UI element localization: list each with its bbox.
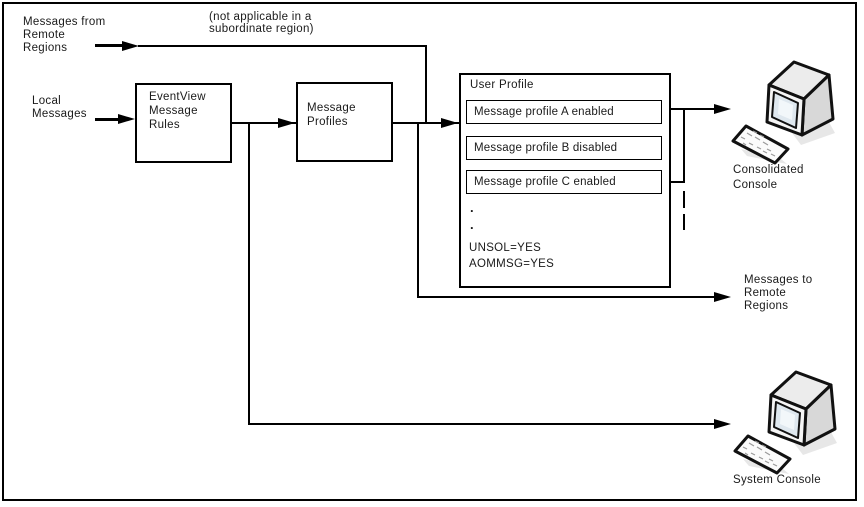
line-profile-c-connector: [659, 181, 685, 183]
crt-console-icon: [733, 370, 837, 475]
box-eventview-message-rules: EventView Message Rules: [135, 83, 232, 163]
label-line: subordinate region): [209, 23, 314, 35]
box-label: Message Profiles: [307, 101, 356, 129]
setting-unsol: UNSOL=YES: [469, 242, 542, 254]
label-line: Profiles: [307, 116, 348, 128]
ellipsis-dot: .: [470, 217, 474, 232]
keyboard: [733, 434, 792, 475]
label-line: Messages to: [744, 274, 813, 286]
box-label: EventView Message Rules: [149, 90, 206, 132]
label-line: Remote: [23, 29, 66, 41]
user-profile-title: User Profile: [470, 79, 534, 91]
arrowhead-remote-in: [122, 41, 139, 51]
label-line: Console: [733, 179, 778, 191]
crt-console-icon: [731, 60, 835, 165]
line-profile-a-to-console: [659, 108, 714, 110]
keyboard-texture: [742, 440, 778, 467]
label-line: Messages from: [23, 16, 106, 28]
label-line: Message: [307, 102, 356, 114]
label-local-messages: Local Messages: [32, 95, 87, 121]
line-profiles-to-userprofile: [392, 122, 459, 124]
label-not-applicable-note: (not applicable in a subordinate region): [209, 11, 314, 35]
label-messages-to-remote-regions: Messages to Remote Regions: [744, 274, 813, 313]
box-message-profile-c: Message profile C enabled: [466, 170, 662, 194]
line-remote-bypass-vertical: [425, 45, 427, 124]
setting-aommsg: AOMMSG=YES: [469, 258, 555, 270]
label-line: Regions: [744, 300, 789, 312]
arrowhead-into-message-profiles: [278, 118, 295, 128]
line-to-system-console: [248, 423, 714, 425]
line-dashed-segment-1: [683, 191, 685, 208]
label-consolidated-console: Consolidated Console: [733, 163, 804, 193]
arrowhead-to-system-console: [714, 419, 731, 429]
line-remote-in-stub: [95, 44, 123, 47]
line-to-remote-regions: [417, 296, 714, 298]
arrowhead-to-consolidated-console: [714, 104, 731, 114]
label-line: Remote: [744, 287, 787, 299]
line-branch-to-system-console-vertical: [248, 122, 250, 425]
ellipsis-dot: .: [470, 200, 474, 215]
line-dashed-segment-2: [683, 214, 685, 230]
screen-highlight: [778, 99, 793, 120]
line-profile-connector-vertical: [683, 108, 685, 183]
box-message-profile-a: Message profile A enabled: [466, 100, 662, 124]
arrowhead-to-remote-regions: [714, 292, 731, 302]
box-user-profile: User Profile Message profile A enabled M…: [459, 73, 671, 288]
keyboard-texture: [740, 130, 776, 157]
keyboard: [731, 124, 790, 165]
diagram-border: [2, 2, 857, 501]
box-message-profile-b: Message profile B disabled: [466, 136, 662, 160]
label-line: (not applicable in a: [209, 11, 312, 23]
label-line: Local: [32, 95, 61, 107]
line-eventview-to-profiles: [231, 122, 296, 124]
arrowhead-into-user-profile: [441, 118, 458, 128]
label-line: EventView: [149, 91, 206, 103]
label-line: Consolidated: [733, 164, 804, 176]
line-remote-bypass-horizontal: [138, 45, 427, 47]
line-branch-to-remote-out-vertical: [417, 122, 419, 298]
label-messages-from-remote-regions: Messages from Remote Regions: [23, 16, 106, 55]
label-system-console: System Console: [733, 474, 821, 486]
label-line: Rules: [149, 119, 180, 131]
label-line: Messages: [32, 108, 87, 120]
label-line: Regions: [23, 42, 68, 54]
line-local-in-stub: [95, 118, 119, 121]
label-line: Message: [149, 105, 198, 117]
screen-highlight: [780, 409, 795, 430]
box-message-profiles: Message Profiles: [296, 82, 393, 162]
arrowhead-local-in: [118, 114, 135, 124]
